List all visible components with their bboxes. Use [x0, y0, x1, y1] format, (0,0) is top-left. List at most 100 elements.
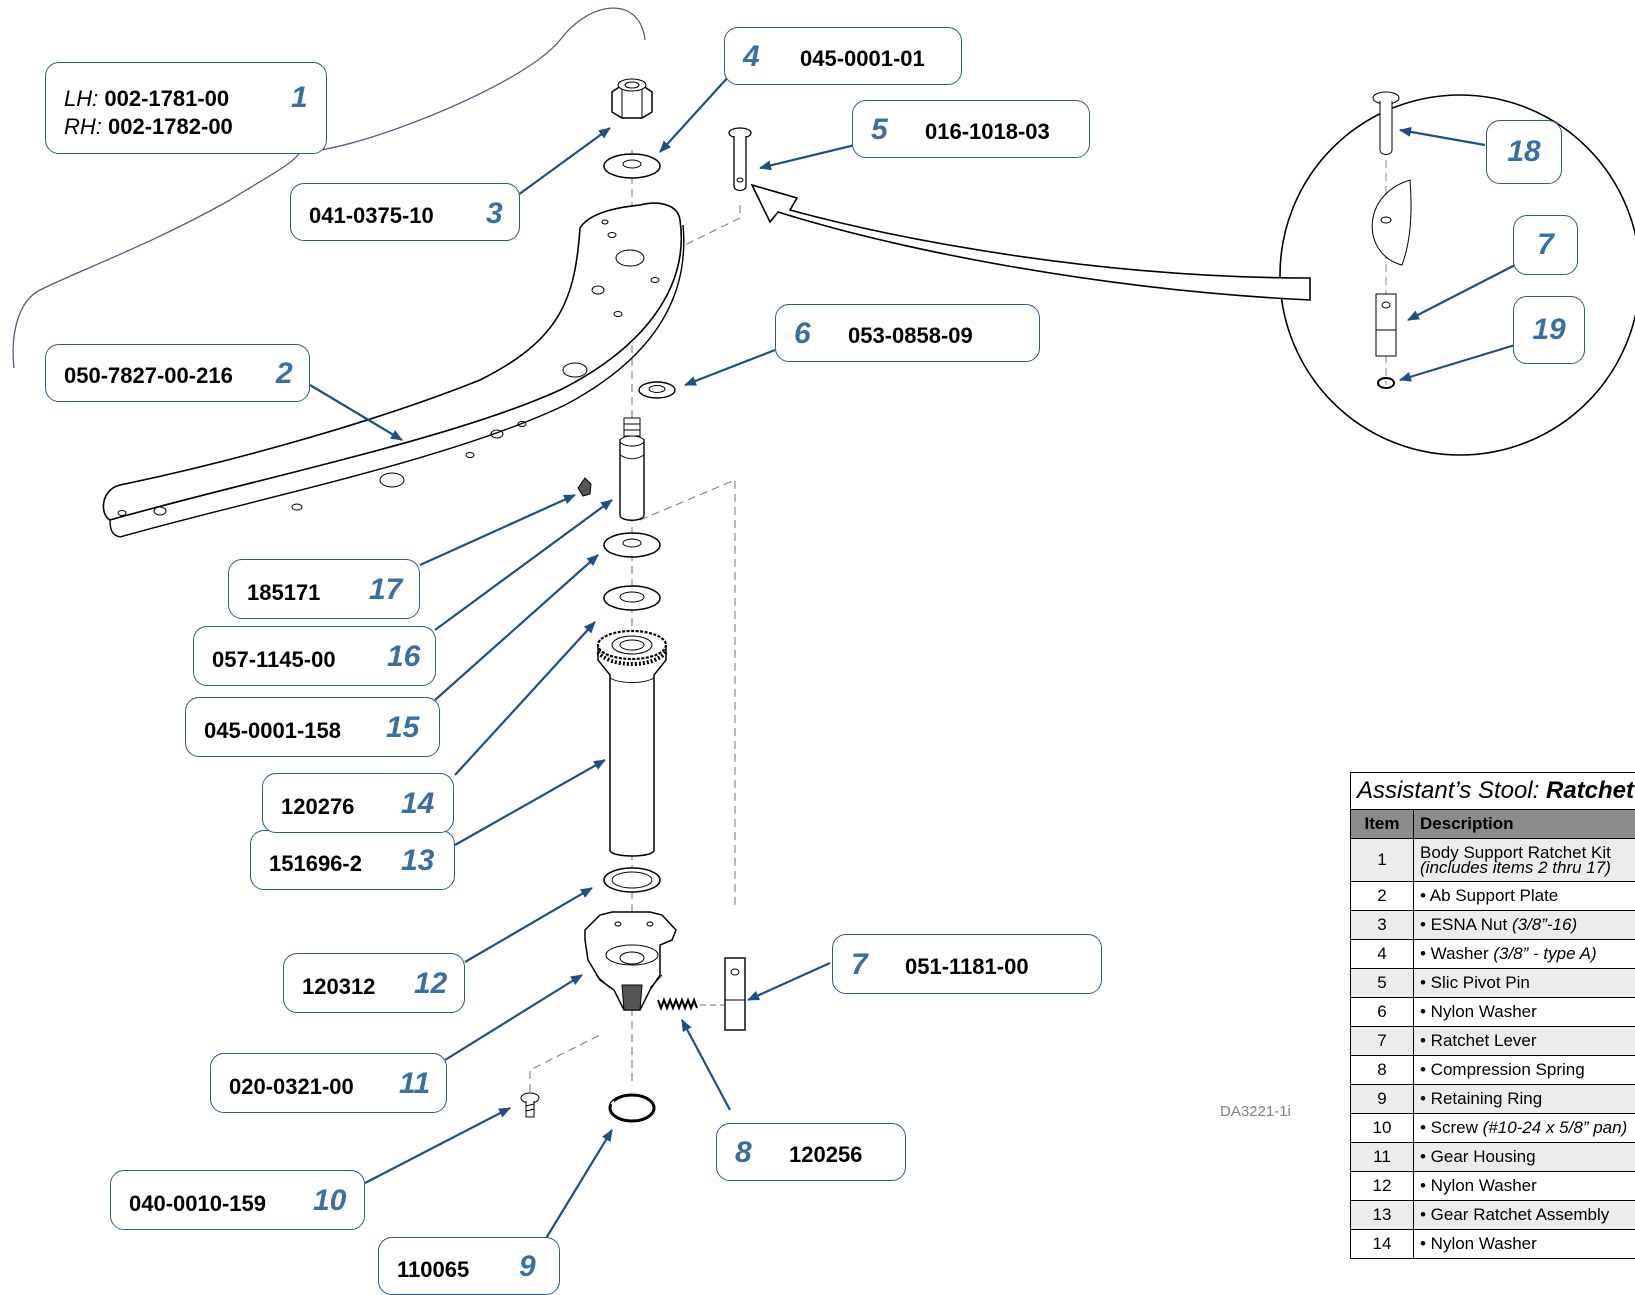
row-description: • ESNA Nut (3/8”-16) [1414, 911, 1635, 940]
row-item-number: 1 [1351, 839, 1414, 882]
table-row: 11• Gear Housing [1351, 1143, 1635, 1172]
part-number: 057-1145-00 [212, 649, 336, 671]
row-description-detail: (3/8”-16) [1512, 915, 1577, 934]
item-number: 9 [519, 1252, 536, 1282]
screw-10 [521, 1093, 539, 1117]
drawing-code: DA3221-1i [1220, 1103, 1291, 1120]
leader-9 [545, 1130, 612, 1240]
part-number: 051-1181-00 [905, 956, 1029, 978]
item-number: 4 [743, 42, 760, 72]
callout-15: 045-0001-158 15 [185, 697, 440, 757]
part-number: 151696-2 [269, 853, 362, 875]
item-number: 19 [1532, 315, 1565, 345]
leader-11 [445, 975, 582, 1060]
table-title: Assistant’s Stool: Ratchet [1351, 773, 1635, 810]
row-description-main: • Screw [1420, 1118, 1483, 1137]
detail-view [1280, 92, 1635, 455]
detail-callout-18: 18 [1486, 120, 1562, 184]
callout-4: 4 045-0001-01 [724, 27, 962, 85]
row-item-number: 3 [1351, 911, 1414, 940]
row-description: Body Support Ratchet Kit(includes items … [1414, 839, 1635, 882]
callout-6: 6 053-0858-09 [775, 304, 1040, 362]
table-row: 7• Ratchet Lever [1351, 1027, 1635, 1056]
leader-13 [455, 760, 605, 845]
row-description-main: • Nylon Washer [1420, 1234, 1537, 1253]
row-item-number: 7 [1351, 1027, 1414, 1056]
part-number: 110065 [397, 1259, 469, 1281]
nylon-washer-14 [604, 586, 660, 610]
leader-5 [760, 145, 855, 168]
leader-15 [435, 555, 598, 700]
item-number: 12 [414, 969, 447, 999]
row-item-number: 9 [1351, 1085, 1414, 1114]
row-description: • Gear Ratchet Assembly [1414, 1201, 1635, 1230]
item-number: 14 [401, 789, 434, 819]
leader-4 [660, 75, 730, 152]
table-row: 10 • Screw (#10-24 x 5/8” pan) [1351, 1114, 1635, 1143]
table-title-text: Assistant’s Stool: [1357, 777, 1546, 804]
detail-pointer-arrow [752, 185, 1310, 300]
row-description-main: • Slic Pivot Pin [1420, 973, 1530, 992]
row-description: • Nylon Washer [1414, 1230, 1635, 1259]
callout-13: 151696-2 13 [250, 830, 455, 890]
table-title-emphasis: Ratchet [1546, 777, 1634, 804]
table-row: 6• Nylon Washer [1351, 998, 1635, 1027]
row-item-number: 2 [1351, 882, 1414, 911]
row-description-detail: (includes items 2 thru 17) [1420, 860, 1635, 875]
ratchet-lever [725, 958, 745, 1030]
set-screw [578, 478, 591, 496]
part-number: 045-0001-01 [800, 48, 925, 70]
row-description-detail: (#10-24 x 5/8” pan) [1483, 1118, 1628, 1137]
retaining-ring [610, 1095, 654, 1121]
row-description: • Ab Support Plate [1414, 882, 1635, 911]
item-number: 18 [1507, 137, 1540, 167]
part-number: 050-7827-00-216 [64, 365, 233, 387]
nylon-washer-12 [604, 868, 660, 892]
lh-part-number: 002-1781-00 [104, 86, 229, 111]
leader-17 [420, 495, 575, 565]
item-number: 10 [313, 1186, 346, 1216]
callout-16: 057-1145-00 16 [193, 626, 436, 686]
item-number: 1 [291, 83, 308, 113]
item-number: 13 [401, 846, 434, 876]
item-number: 7 [1537, 230, 1554, 260]
callout-1: LH: 002-1781-00 RH: 002-1782-00 1 [45, 62, 327, 154]
callout-12: 120312 12 [283, 953, 465, 1013]
screw-guide [530, 1035, 600, 1092]
table-row: 14• Nylon Washer [1351, 1230, 1635, 1259]
row-description-detail: (3/8” - type A) [1493, 944, 1596, 963]
part-number: 041-0375-10 [309, 205, 434, 227]
row-item-number: 12 [1351, 1172, 1414, 1201]
table-row: 9• Retaining Ring [1351, 1085, 1635, 1114]
part-number: 120276 [281, 796, 354, 818]
table-row: 4• Washer (3/8” - type A) [1351, 940, 1635, 969]
part-number: 040-0010-159 [129, 1193, 266, 1215]
item-number: 8 [735, 1138, 752, 1168]
row-description: • Compression Spring [1414, 1056, 1635, 1085]
leader-12 [465, 888, 592, 962]
table-row: 8• Compression Spring [1351, 1056, 1635, 1085]
part-number: 020-0321-00 [229, 1076, 354, 1098]
leader-10 [365, 1108, 510, 1183]
lh-label: LH: [64, 86, 98, 111]
parts-table: Assistant’s Stool: Ratchet Item Descript… [1350, 772, 1635, 1259]
item-number: 3 [486, 199, 503, 229]
row-item-number: 10 [1351, 1114, 1414, 1143]
callout-3: 041-0375-10 3 [290, 183, 520, 241]
gear-housing [585, 912, 676, 1010]
callout-17: 185171 17 [228, 559, 420, 619]
part-number: 120256 [789, 1144, 862, 1166]
part-number: 045-0001-158 [204, 720, 341, 742]
gear-ratchet-assembly [598, 631, 666, 856]
esna-nut [612, 79, 652, 118]
leader-8 [682, 1020, 730, 1110]
detail-callout-19: 19 [1513, 296, 1585, 364]
rh-part-number: 002-1782-00 [108, 114, 233, 139]
item-number: 6 [794, 319, 811, 349]
header-item: Item [1351, 810, 1414, 839]
callout-5: 5 016-1018-03 [852, 100, 1090, 158]
detail-callout-7: 7 [1513, 215, 1578, 275]
part-number: 185171 [247, 582, 320, 604]
row-description-main: • Gear Ratchet Assembly [1420, 1205, 1609, 1224]
